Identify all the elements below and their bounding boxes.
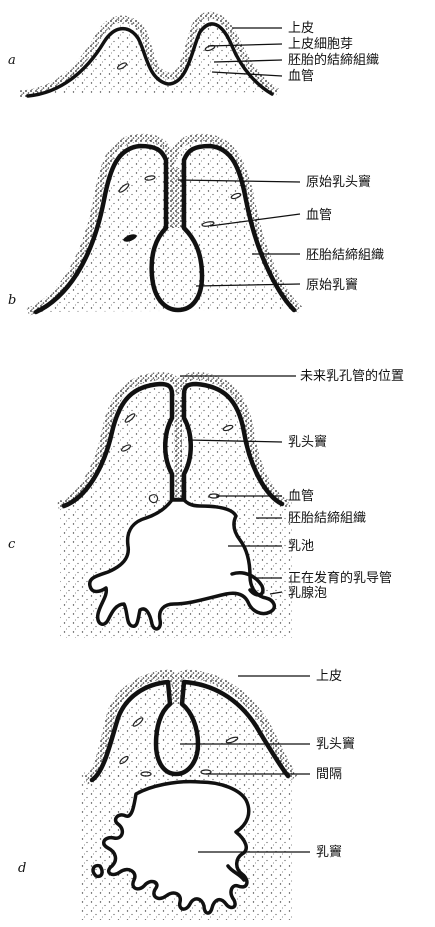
label-b-primitive-nipple-sinus: 原始乳头竇 (306, 175, 371, 190)
panel-letter-b: b (8, 293, 16, 308)
panel-letter-c: c (8, 537, 16, 552)
label-a-epithelial-bud: 上皮細胞芽 (288, 37, 353, 52)
panel-b: b 原始乳头竇 血管 胚胎結締組織 原始乳竇 (8, 138, 384, 312)
panel-a: a 上皮 上皮細胞芽 胚胎的結締組織 血管 (8, 15, 379, 96)
label-b-vessel: 血管 (306, 208, 332, 223)
label-d-lactiferous-sinus: 乳竇 (316, 845, 342, 860)
nipple-sinus-c (174, 400, 182, 500)
label-c-developing-duct: 正在发育的乳导管 (288, 570, 392, 586)
label-c-nipple-sinus: 乳头竇 (288, 435, 327, 450)
label-d-septum: 間隔 (316, 767, 342, 782)
label-d-nipple-sinus: 乳头竇 (316, 737, 355, 752)
panel-letter-a: a (8, 53, 16, 68)
panel-d: d 上皮 乳头竇 間隔 乳竇 (18, 669, 355, 920)
label-a-vessel: 血管 (288, 69, 314, 84)
label-d-epithelium: 上皮 (316, 669, 342, 684)
panel-letter-d: d (18, 861, 26, 876)
primitive-nipple-sinus-b (168, 168, 182, 228)
label-c-vessel: 血管 (288, 489, 314, 504)
label-b-primitive-sinus: 原始乳竇 (306, 278, 358, 293)
label-c-alveolus: 乳腺泡 (288, 586, 327, 601)
label-c-cistern: 乳池 (288, 539, 314, 554)
label-c-connective-tissue: 胚胎結締組織 (288, 510, 366, 526)
label-c-future-duct-position: 未来乳孔管的位置 (300, 368, 404, 384)
label-a-connective-tissue: 胚胎的結締組織 (288, 52, 379, 68)
label-a-epithelium: 上皮 (288, 21, 314, 36)
panel-c: c 未来乳孔管的位置 乳头竇 血管 胚胎結締組織 乳池 正在发育的乳导管 乳腺泡 (8, 368, 404, 638)
label-b-connective-tissue: 胚胎結締組織 (306, 247, 384, 263)
